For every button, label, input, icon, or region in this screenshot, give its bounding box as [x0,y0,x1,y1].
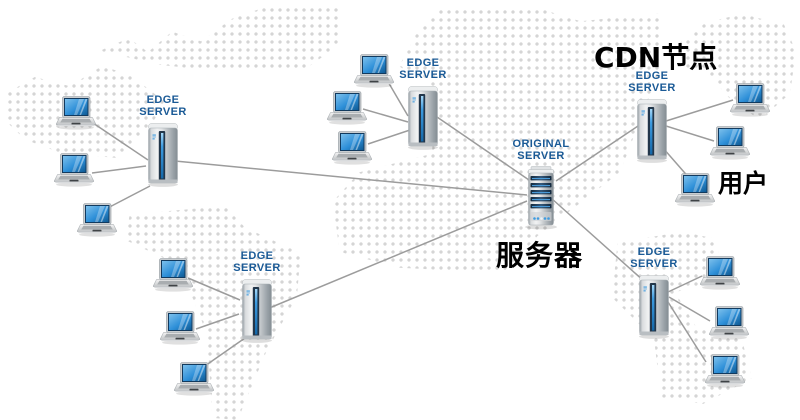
label-line: ORIGINAL [512,138,570,150]
label-line: EDGE [637,246,671,258]
user-laptop-icon [327,91,367,125]
user-laptop-icon [700,256,740,290]
backbone-links [174,116,646,310]
link [362,108,409,123]
annotation-cdn-node: CDN节点 [594,41,718,74]
label-line: EDGE [406,57,440,69]
link [665,125,715,142]
edge-server-label: EDGE SERVER [604,246,704,270]
edge-server-label: EDGE SERVER [113,94,213,118]
user-laptop-icon [77,203,117,237]
tower-server-icon [239,278,275,344]
label-line: SERVER [630,258,678,270]
link-edge-bottom-left-origin [266,200,528,310]
user-laptop-icon [730,83,770,117]
edge-server-node-bottom-left: EDGE SERVER [207,250,307,344]
user-laptop-icon [675,173,715,207]
link [195,313,240,330]
user-laptop-icon [153,258,193,292]
access-links [89,79,734,369]
link-edge-left-origin [174,160,528,196]
rack-server-icon [523,166,559,230]
edge-server-label: EDGE SERVER [602,70,702,94]
tower-server-icon [145,122,181,188]
edge-server-node-top-middle: EDGE SERVER [373,57,473,151]
user-laptop-icon [174,362,214,396]
link [667,301,707,363]
link [89,120,149,161]
origin-server-label: ORIGINAL SERVER [491,138,591,162]
tower-server-icon [405,85,441,151]
annotation-origin-server: 服务器 [496,239,584,272]
label-line: EDGE [146,94,180,106]
edge-server-node-left: EDGE SERVER [113,94,213,188]
user-laptop-icon [354,54,394,88]
user-laptop-icon [332,131,372,165]
label-line: SERVER [628,82,676,94]
user-laptop-icon [710,126,750,160]
link-origin-edge-bottom-right [550,197,646,283]
link-edge-top-right-origin [555,125,639,182]
link [668,296,711,322]
label-line: SERVER [233,262,281,274]
annotation-user: 用户 [718,169,769,198]
link [187,277,241,301]
link [91,165,147,174]
link [367,129,411,145]
user-laptop-icon [54,153,94,187]
user-laptop-icon [709,306,749,340]
origin-server-node: ORIGINAL SERVER [491,138,591,230]
user-laptop-icon [56,96,96,130]
edge-server-label: EDGE SERVER [373,57,473,81]
edge-server-node-top-right: EDGE SERVER [602,70,702,164]
edge-server-label: EDGE SERVER [207,250,307,274]
label-line: EDGE [240,250,274,262]
label-line: SERVER [139,106,187,118]
tower-server-icon [634,98,670,164]
label-line: SERVER [399,69,447,81]
label-line: EDGE [635,70,669,82]
user-laptop-icon [705,354,745,388]
tower-server-icon [636,274,672,340]
label-line: SERVER [517,150,565,162]
link-edge-top-middle-origin [436,116,530,181]
link [665,99,734,122]
user-laptop-icon [160,311,200,345]
edge-server-node-bottom-right: EDGE SERVER [604,246,704,340]
link [201,337,246,369]
link [667,275,703,293]
